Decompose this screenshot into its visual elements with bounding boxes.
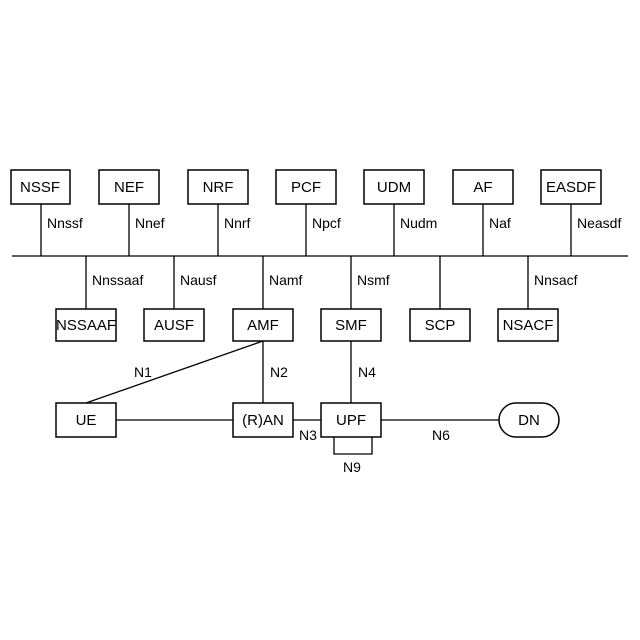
node-nssf: NSSF — [11, 170, 70, 204]
interface-label-nnef: Nnef — [135, 215, 165, 231]
interface-label-nnssaaf: Nnssaaf — [92, 272, 143, 288]
node-easdf-label: EASDF — [546, 179, 596, 196]
node-nef-label: NEF — [114, 179, 144, 196]
node-scp-label: SCP — [425, 317, 456, 334]
node-dn-label: DN — [518, 412, 540, 429]
interface-label-nnssf: Nnssf — [47, 215, 83, 231]
node-nef: NEF — [99, 170, 159, 204]
node-ausf-label: AUSF — [154, 317, 194, 334]
node-easdf: EASDF — [541, 170, 601, 204]
interface-label-neasdf: Neasdf — [577, 215, 621, 231]
link-n9-loop — [334, 437, 372, 454]
node-pcf: PCF — [276, 170, 336, 204]
node-nssf-label: NSSF — [20, 179, 60, 196]
node-amf-label: AMF — [247, 317, 279, 334]
node-upf: UPF — [321, 403, 381, 437]
node-udm: UDM — [364, 170, 424, 204]
node-nsacf-label: NSACF — [503, 317, 554, 334]
interface-label-npcf: Npcf — [312, 215, 341, 231]
node-ue: UE — [56, 403, 116, 437]
interface-label-nausf: Nausf — [180, 272, 217, 288]
node-nrf: NRF — [188, 170, 248, 204]
link-n1 — [86, 341, 263, 403]
node-nrf-label: NRF — [203, 179, 234, 196]
node-ausf: AUSF — [144, 309, 204, 341]
reference-label-n1: N1 — [134, 364, 152, 380]
node-ue-label: UE — [76, 412, 97, 429]
interface-label-nnsacf: Nnsacf — [534, 272, 578, 288]
interface-label-nnrf: Nnrf — [224, 215, 251, 231]
node-ran: (R)AN — [233, 403, 293, 437]
interface-label-nudm: Nudm — [400, 215, 437, 231]
interface-label-nsmf: Nsmf — [357, 272, 390, 288]
node-smf: SMF — [321, 309, 381, 341]
node-amf: AMF — [233, 309, 293, 341]
node-af-label: AF — [473, 179, 492, 196]
node-nssaaf-label: NSSAAF — [56, 317, 116, 334]
reference-label-n3: N3 — [299, 427, 317, 443]
reference-label-n2: N2 — [270, 364, 288, 380]
node-pcf-label: PCF — [291, 179, 321, 196]
interface-label-naf: Naf — [489, 215, 511, 231]
node-nssaaf: NSSAAF — [56, 309, 116, 341]
node-udm-label: UDM — [377, 179, 411, 196]
node-smf-label: SMF — [335, 317, 367, 334]
node-dn: DN — [499, 403, 559, 437]
node-scp: SCP — [410, 309, 470, 341]
reference-label-n6: N6 — [432, 427, 450, 443]
node-af: AF — [453, 170, 513, 204]
reference-label-n4: N4 — [358, 364, 376, 380]
node-nsacf: NSACF — [498, 309, 558, 341]
interface-label-namf: Namf — [269, 272, 303, 288]
node-upf-label: UPF — [336, 412, 366, 429]
node-ran-label: (R)AN — [242, 412, 284, 429]
reference-label-n9: N9 — [343, 459, 361, 475]
